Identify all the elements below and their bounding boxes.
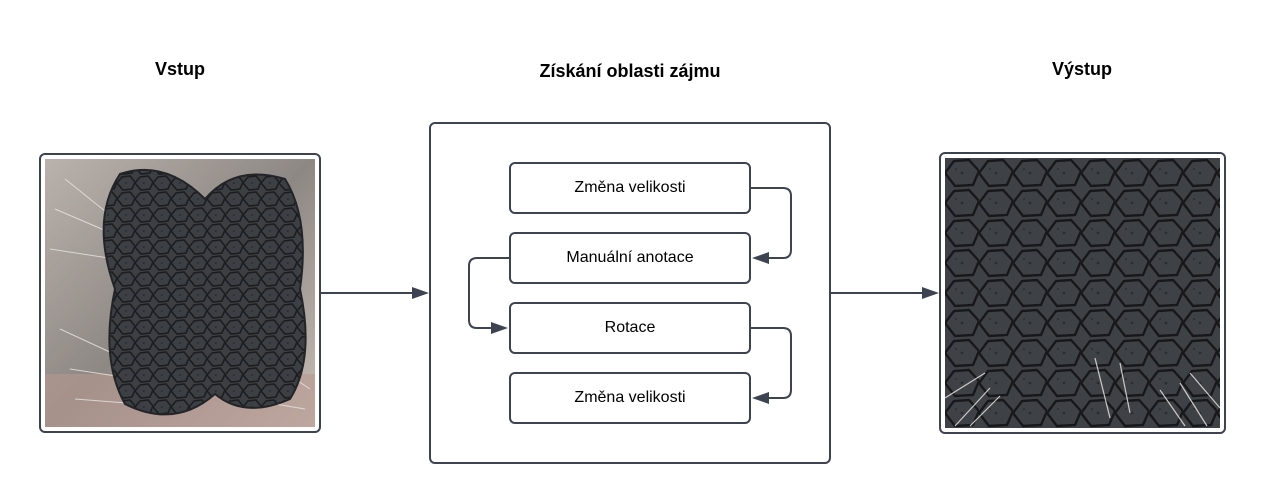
arrowhead-step3 (491, 322, 508, 334)
step-manual-annotation: Manuální anotace (509, 232, 751, 284)
input-heading: Vstup (154, 59, 205, 79)
output-heading: Výstup (1051, 59, 1112, 79)
arrow-step2-to-step3 (468, 257, 509, 329)
process-heading: Získání oblasti zájmu (539, 61, 721, 81)
arrowhead-output (922, 287, 939, 299)
output-nose-image (945, 158, 1220, 428)
step-resize-2: Změna velikosti (509, 372, 751, 424)
arrowhead-process (412, 287, 429, 299)
arrowhead-step2 (752, 252, 769, 264)
output-image-frame (939, 152, 1226, 434)
arrow-step1-to-step2 (751, 187, 792, 259)
arrowhead-step4 (752, 392, 769, 404)
input-image-frame (39, 153, 321, 433)
step-rotation: Rotace (509, 302, 751, 354)
input-nose-image (45, 159, 315, 427)
arrow-step3-to-step4 (751, 327, 792, 399)
step-resize-1: Změna velikosti (509, 162, 751, 214)
